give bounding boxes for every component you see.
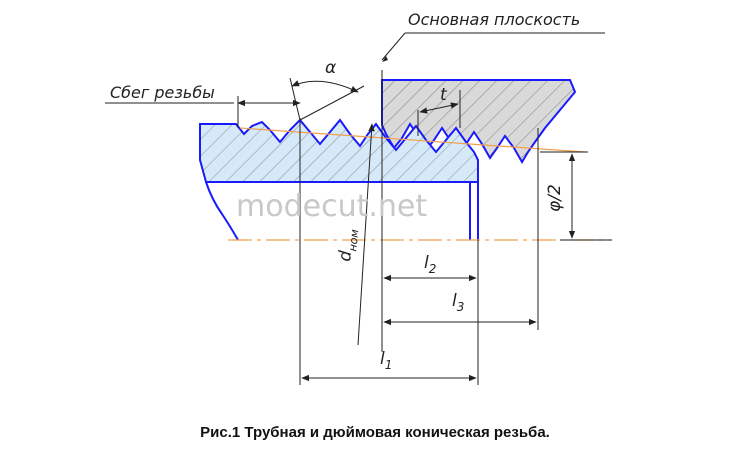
taper-label: φ/2	[545, 184, 565, 212]
watermark-text: modecut.net	[236, 189, 427, 224]
runout-label: Сбег резьбы	[110, 83, 215, 102]
pitch-dimension	[417, 90, 461, 136]
main-plane-label: Основная плоскость	[408, 10, 580, 29]
runout-leader	[105, 96, 301, 128]
angle-label: α	[325, 58, 336, 78]
diameter-line	[357, 123, 375, 346]
l2-label: l2	[424, 253, 436, 276]
main-plane-leader	[381, 32, 605, 352]
pitch-label: t	[440, 85, 448, 105]
l3-label: l3	[452, 291, 464, 314]
taper-dimension	[540, 151, 612, 241]
pipe-section	[199, 118, 479, 241]
taper-line	[239, 127, 586, 153]
figure-caption: Рис.1 Трубная и дюймовая коническая резь…	[200, 424, 550, 441]
angle-dimension	[289, 77, 365, 121]
l1-label: l1	[380, 349, 392, 372]
length-extensions	[299, 118, 539, 385]
diameter-label: dном	[335, 228, 361, 263]
